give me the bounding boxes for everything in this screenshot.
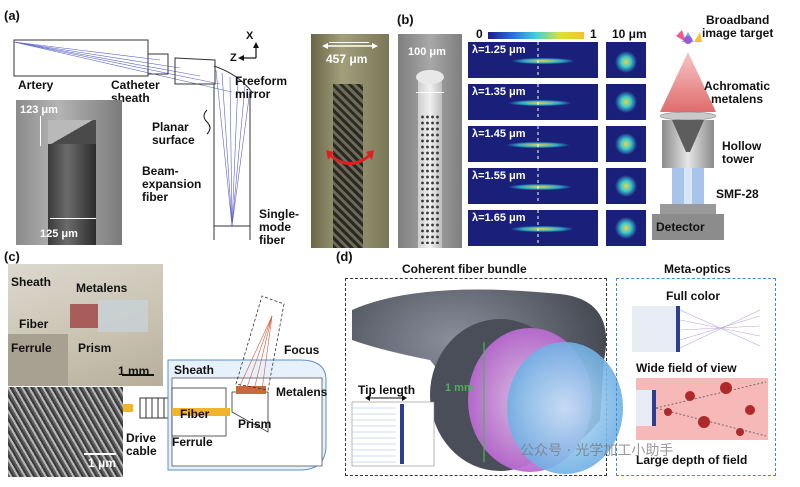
bundle-title: Coherent fiber bundle xyxy=(402,262,527,276)
scale-1mm-label: 1 mm xyxy=(118,364,150,378)
meta-optics-title: Meta-optics xyxy=(664,262,731,276)
dim-1mm-label: 1 mm xyxy=(445,382,474,394)
full-color-label: Full color xyxy=(666,289,720,303)
panel-a-tag: (a) xyxy=(4,8,20,23)
focal-spot xyxy=(606,210,646,246)
photo-prism-label: Prism xyxy=(78,341,112,355)
axis-x-label: X xyxy=(246,30,254,42)
freeform-mirror-label: Freeform mirror xyxy=(235,74,288,101)
schematic-fiber-label: Fiber xyxy=(180,407,210,421)
watermark: 公众号 · 光学加工小助手 xyxy=(520,443,674,459)
lambda-label: λ=1.45 μm xyxy=(472,128,526,140)
fiber-tip-micrograph xyxy=(16,100,122,245)
achromatic-metalens-label: Achromatic metalens xyxy=(704,79,771,106)
photo-fiber-label: Fiber xyxy=(19,317,49,331)
probe-photo xyxy=(8,264,163,386)
lambda-label: λ=1.65 μm xyxy=(472,212,526,224)
focal-spot xyxy=(606,84,646,120)
wide-fov-label: Wide field of view xyxy=(636,361,737,375)
schematic-metalens-label: Metalens xyxy=(276,385,328,399)
schematic-ferrule-label: Ferrule xyxy=(172,435,213,449)
panel-c-tag: (c) xyxy=(4,249,20,264)
focal-heatmap: λ=1.25 μm xyxy=(468,42,598,78)
artery-label: Artery xyxy=(18,78,54,92)
schematic-prism-label: Prism xyxy=(238,417,272,431)
colorbar-min-label: 0 xyxy=(476,27,483,41)
tip-length-label: Tip length xyxy=(358,383,416,397)
lambda-label: λ=1.35 μm xyxy=(472,86,526,98)
dim-457-label: 457 μm xyxy=(326,52,368,66)
photo-metalens-label: Metalens xyxy=(76,281,128,295)
schematic-sheath-label: Sheath xyxy=(174,363,215,377)
focal-heatmap: λ=1.65 μm xyxy=(468,210,598,246)
drive-cable-label: Drive cable xyxy=(126,431,157,458)
large-dof-label: Large depth of field xyxy=(636,453,748,467)
lambda-label: λ=1.55 μm xyxy=(472,170,526,182)
smf28-label: SMF-28 xyxy=(716,187,759,201)
focal-heatmap: λ=1.55 μm xyxy=(468,168,598,204)
photo-ferrule-label: Ferrule xyxy=(11,341,52,355)
panel-d-tag: (d) xyxy=(336,249,353,264)
meta-optics-frame xyxy=(616,278,776,476)
detector-label: Detector xyxy=(656,220,705,234)
colorbar-max-label: 1 xyxy=(590,27,597,41)
focal-spot xyxy=(606,168,646,204)
hollow-tower-label: Hollow tower xyxy=(722,139,762,166)
scale-10um-label: 10 μm xyxy=(612,27,647,41)
scale-1um-label: 1 μm xyxy=(88,456,117,470)
intensity-colorbar xyxy=(488,32,584,39)
dim-100-label: 100 μm xyxy=(408,46,446,58)
beam-expansion-fiber-label: Beam- expansion fiber xyxy=(142,164,202,204)
nanopillar-micrograph xyxy=(8,387,123,477)
lambda-label: λ=1.25 μm xyxy=(472,44,526,56)
photo-sheath-label: Sheath xyxy=(11,275,52,289)
focal-spot xyxy=(606,42,646,78)
focal-heatmap: λ=1.35 μm xyxy=(468,84,598,120)
broadband-target-label: Broadband image target xyxy=(702,13,774,40)
dim-123-label: 123 μm xyxy=(20,104,58,116)
panel-b-tag: (b) xyxy=(397,12,414,27)
metalens-tower-micrograph xyxy=(398,34,462,248)
axis-z-label: Z xyxy=(230,52,237,64)
focus-label: Focus xyxy=(284,343,320,357)
single-mode-fiber-label: Single- mode fiber xyxy=(259,207,300,247)
focal-heatmap: λ=1.45 μm xyxy=(468,126,598,162)
focal-spot xyxy=(606,126,646,162)
catheter-photo xyxy=(311,34,389,248)
dim-125-label: 125 μm xyxy=(40,228,78,240)
planar-surface-label: Planar surface xyxy=(152,120,195,147)
